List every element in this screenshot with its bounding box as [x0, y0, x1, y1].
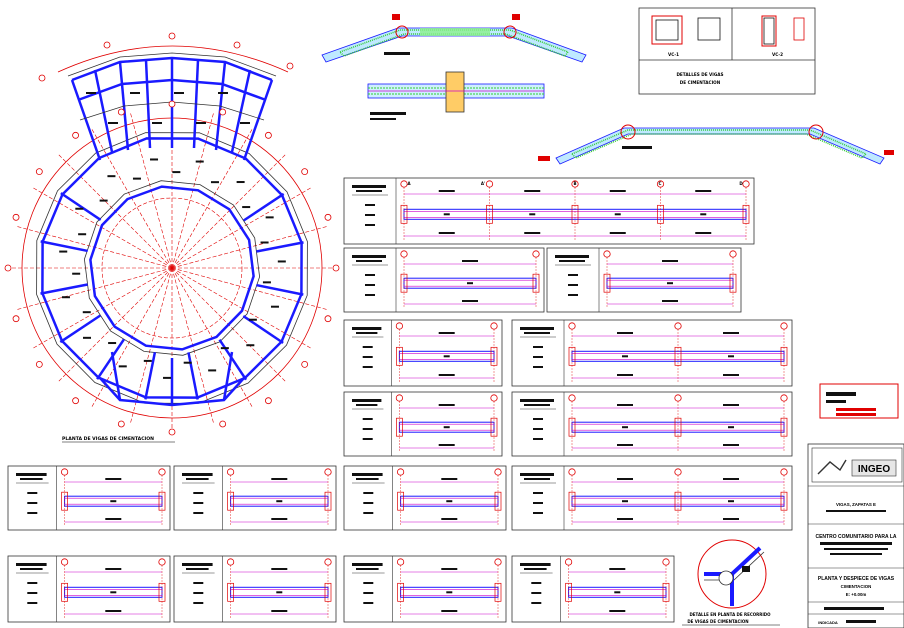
elevation-axis-labels: A A' B C D — [407, 181, 743, 186]
vc2-label: VC-2 — [772, 52, 783, 57]
beam-section-details: VC-1 VC-2 DETALLES DE VIGAS DE CIMENTACI… — [638, 7, 816, 95]
legend-box — [819, 383, 899, 419]
vc1-label: VC-1 — [668, 52, 679, 57]
foundation-plan: PLANTA DE VIGAS DE CIMENTACION — [4, 32, 340, 443]
beam-elevation-top — [321, 14, 587, 63]
axis-label-b: B — [573, 181, 576, 186]
axis-label-a-prime: A' — [481, 181, 485, 186]
corner-caption-line1: DETALLE EN PLANTA DE RECORRIDO — [689, 612, 771, 617]
beam-elevation-right — [538, 124, 894, 165]
details-title-line2: DE CIMENTACION — [680, 80, 721, 85]
axis-label-a: A — [407, 181, 411, 186]
plan-title-line2: CIMENTACION — [841, 584, 872, 589]
plan-title: PLANTA DE VIGAS DE CIMENTACION — [62, 436, 154, 442]
title-block: INGEO VIGAS, ZAPATAS E CENTRO COMUNITARI… — [807, 443, 904, 628]
level-label: E: +0.00m — [846, 592, 867, 597]
plan-title-line1: PLANTA Y DESPIECE DE VIGAS — [818, 576, 895, 582]
company-logo: INGEO — [858, 464, 890, 475]
project-line1: VIGAS, ZAPATAS E — [836, 502, 876, 507]
axis-label-c: C — [659, 181, 662, 186]
axis-label-d: D — [739, 181, 743, 186]
beam-elevation-panels — [7, 177, 793, 623]
beam-elevation-center — [367, 71, 545, 120]
corner-caption-line2: DE VIGAS DE CIMENTACION — [687, 619, 748, 624]
project-line2: CENTRO COMUNITARIO PARA LA — [815, 534, 896, 540]
scale-label: INDICADA — [818, 620, 838, 625]
corner-detail: DETALLE EN PLANTA DE RECORRIDO DE VIGAS … — [682, 539, 780, 626]
details-title-line1: DETALLES DE VIGAS — [676, 72, 723, 77]
